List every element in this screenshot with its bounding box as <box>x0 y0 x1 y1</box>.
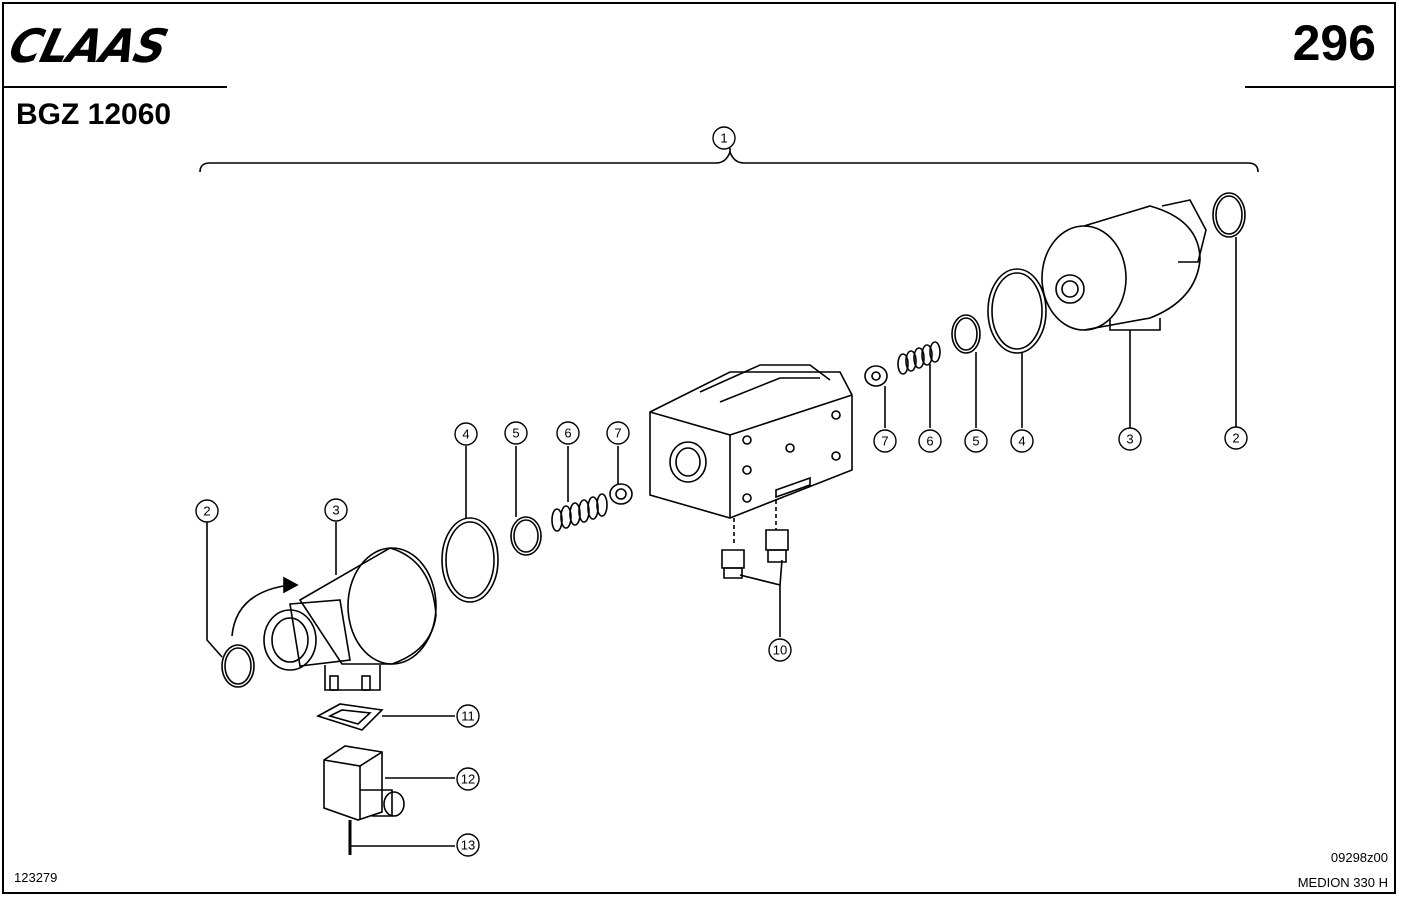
part-o-ring-small-left <box>510 516 542 556</box>
part-plug-connector <box>323 745 405 821</box>
part-spring-right <box>897 341 941 375</box>
part-coil-left <box>263 547 437 691</box>
callout-4-left: 4 <box>462 427 469 442</box>
callout-2-right: 2 <box>1232 431 1239 446</box>
page-number: 296 <box>1292 15 1376 71</box>
part-valve-block <box>649 364 853 519</box>
part-washer-left <box>609 483 633 505</box>
callout-3-right: 3 <box>1126 432 1133 447</box>
assembly-code: BGZ 12060 <box>16 98 172 131</box>
header-rule-left <box>2 86 227 88</box>
callout-5-left: 5 <box>512 426 519 441</box>
callout-7-right: 7 <box>881 434 888 449</box>
part-gasket <box>315 703 384 731</box>
part-spring-left <box>551 493 608 532</box>
footer-model: MEDION 330 H <box>1297 875 1388 890</box>
callout-1: 1 <box>720 131 727 146</box>
callout-12: 12 <box>461 772 475 787</box>
part-o-ring-left <box>221 644 255 688</box>
part-o-ring-small-right <box>951 314 981 354</box>
part-o-ring-large-right <box>987 268 1047 354</box>
callout-2-left: 2 <box>203 504 210 519</box>
part-o-ring-large-left <box>441 517 499 603</box>
header-rule-right <box>1245 86 1396 88</box>
callout-labels: 1 2 3 4 5 6 7 7 6 5 4 3 2 10 11 12 13 <box>195 126 1248 857</box>
part-o-ring-right <box>1212 192 1246 238</box>
callout-5-right: 5 <box>972 434 979 449</box>
callout-11: 11 <box>461 709 475 724</box>
footer-right-code: 09298z00 <box>1330 850 1388 865</box>
part-fitting-2 <box>765 529 789 563</box>
callout-10: 10 <box>773 643 787 658</box>
part-washer-right <box>864 365 888 387</box>
assembly-bracket <box>199 149 1259 173</box>
callout-7-left: 7 <box>614 426 621 441</box>
part-fitting-1 <box>721 549 745 579</box>
callout-6-right: 6 <box>926 434 933 449</box>
part-coil-right <box>1041 199 1207 331</box>
callout-3-left: 3 <box>332 503 339 518</box>
callout-4-right: 4 <box>1018 434 1025 449</box>
callout-6-left: 6 <box>564 426 571 441</box>
callout-13: 13 <box>461 838 475 853</box>
footer-left-code: 123279 <box>14 870 58 885</box>
